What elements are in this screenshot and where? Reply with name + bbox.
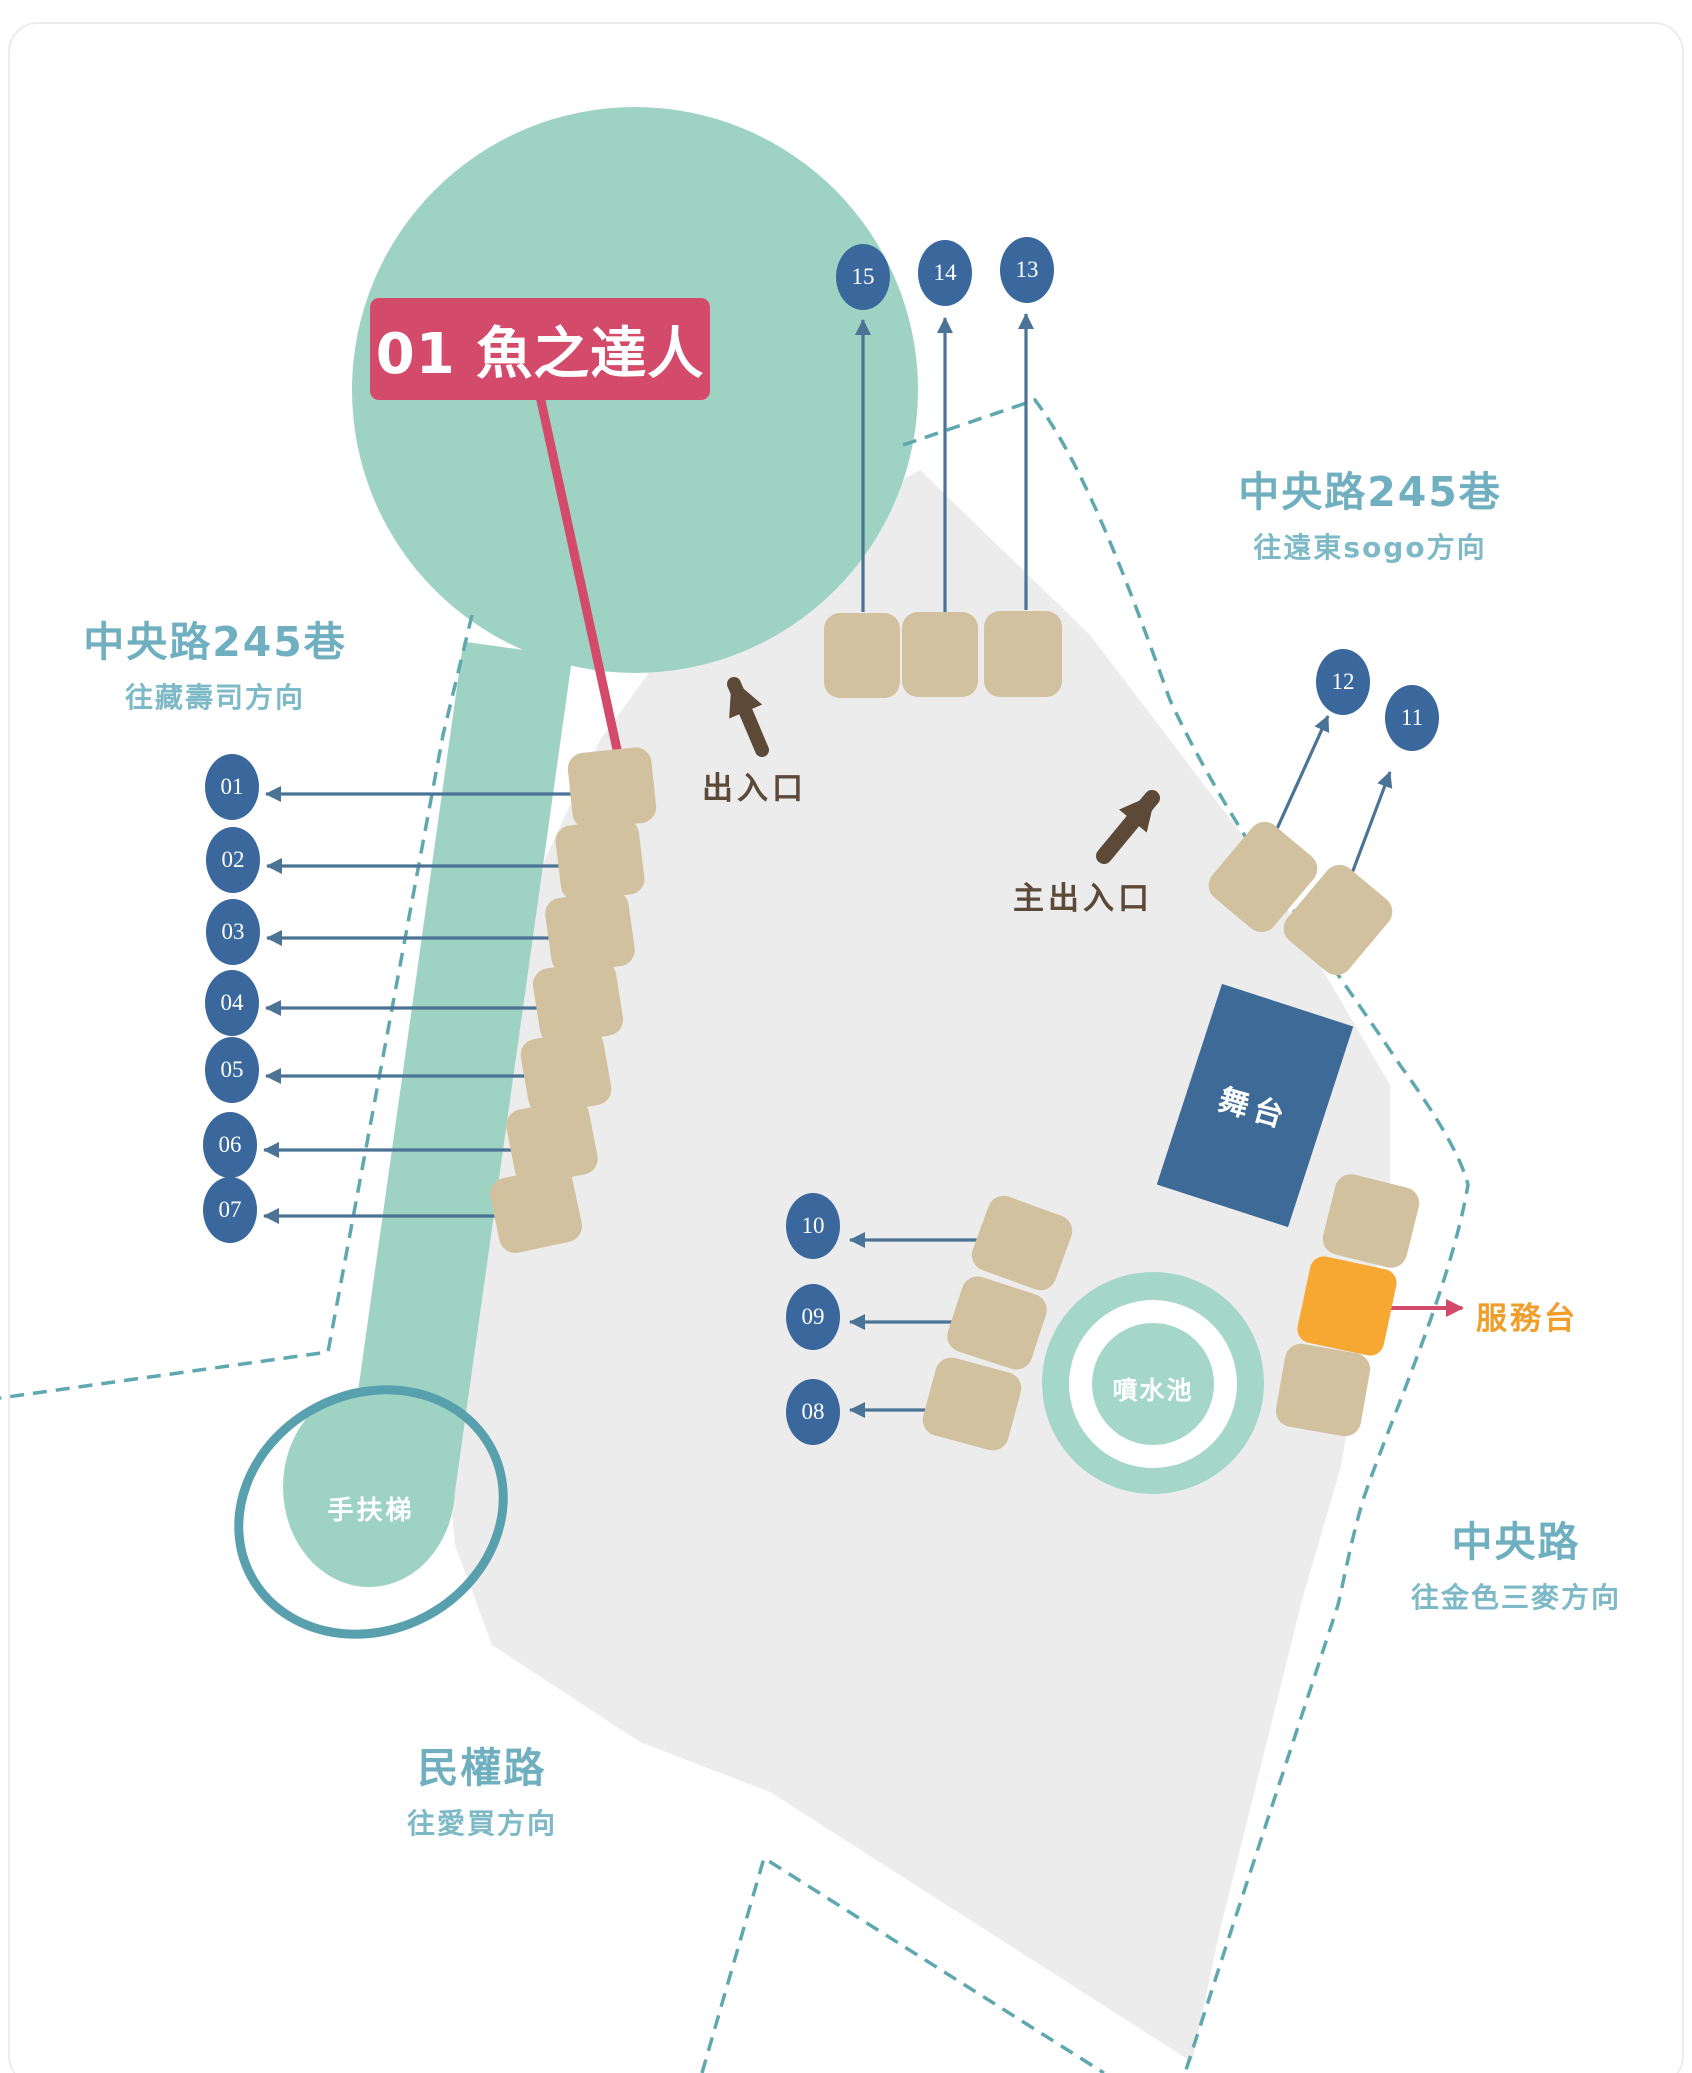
road-label-left: 中央路245巷 往藏壽司方向: [40, 608, 390, 716]
stall-15: [824, 613, 900, 698]
boundary-dashed-left: [0, 614, 474, 1400]
badge-15: 15: [836, 244, 890, 310]
boundary-dashed-right: [902, 397, 1470, 2073]
stall-13: [984, 611, 1062, 697]
road-left-title: 中央路245巷: [83, 618, 347, 666]
escalator-ring: [234, 1385, 508, 1639]
fountain-label: 噴水池: [1112, 1376, 1194, 1405]
service-desk-label: 服務台: [1476, 1301, 1578, 1337]
escalator-label: 手扶梯: [327, 1496, 415, 1526]
badge-06: 06: [203, 1112, 257, 1178]
badge-09: 09: [786, 1284, 840, 1350]
road-label-bottom: 民權路 往愛買方向: [307, 1734, 657, 1842]
main-entrance-arrow-icon: [1096, 790, 1160, 864]
stall-02: [553, 817, 647, 903]
badge-13: 13: [1000, 237, 1054, 303]
road-right-title: 中央路: [1451, 1518, 1581, 1566]
side-entrance-arrow-icon: [727, 677, 769, 757]
badge-11: 11: [1385, 685, 1439, 751]
stall-01: [566, 745, 658, 831]
callout-leader-line: [535, 391, 633, 805]
badge-05: 05: [205, 1037, 259, 1103]
side-entrance-label: 出入口: [702, 771, 807, 807]
badge-10: 10: [786, 1193, 840, 1259]
highlight-callout-label: 01 魚之達人: [375, 321, 705, 387]
badge-08: 08: [786, 1379, 840, 1445]
badge-02: 02: [206, 827, 260, 893]
fountain-pool: [1092, 1323, 1214, 1445]
road-label-top-right: 中央路245巷 往遠東sogo方向: [1195, 458, 1545, 566]
badge-07: 07: [203, 1177, 257, 1243]
service-desk: [1294, 1253, 1400, 1359]
road-top-right-title: 中央路245巷: [1238, 468, 1502, 516]
card-frame: [8, 22, 1684, 2073]
badge-03: 03: [206, 899, 260, 965]
badge-01: 01: [205, 754, 259, 820]
escalator-landing-blob: [283, 1387, 455, 1587]
stall-right-lower: [1273, 1341, 1373, 1439]
stall-arrows: [263, 313, 1393, 1418]
badge-14: 14: [918, 240, 972, 306]
road-label-right: 中央路 往金色三麥方向: [1340, 1508, 1692, 1616]
road-top-right-subtitle: 往遠東sogo方向: [1253, 531, 1487, 564]
badge-12: 12: [1316, 649, 1370, 715]
road-left-subtitle: 往藏壽司方向: [124, 681, 305, 714]
road-bottom-subtitle: 往愛買方向: [406, 1807, 557, 1840]
stall-14: [902, 612, 978, 697]
venue-floor: [440, 470, 1390, 2062]
main-entrance-label: 主出入口: [1013, 881, 1153, 917]
road-bottom-title: 民權路: [417, 1744, 547, 1792]
highlight-callout: 01 魚之達人: [370, 298, 710, 400]
road-right-subtitle: 往金色三麥方向: [1410, 1581, 1621, 1614]
boundary-dashed-bottom: [700, 1855, 1105, 2073]
stage-label: 舞台: [1214, 1082, 1294, 1136]
badge-04: 04: [205, 970, 259, 1036]
